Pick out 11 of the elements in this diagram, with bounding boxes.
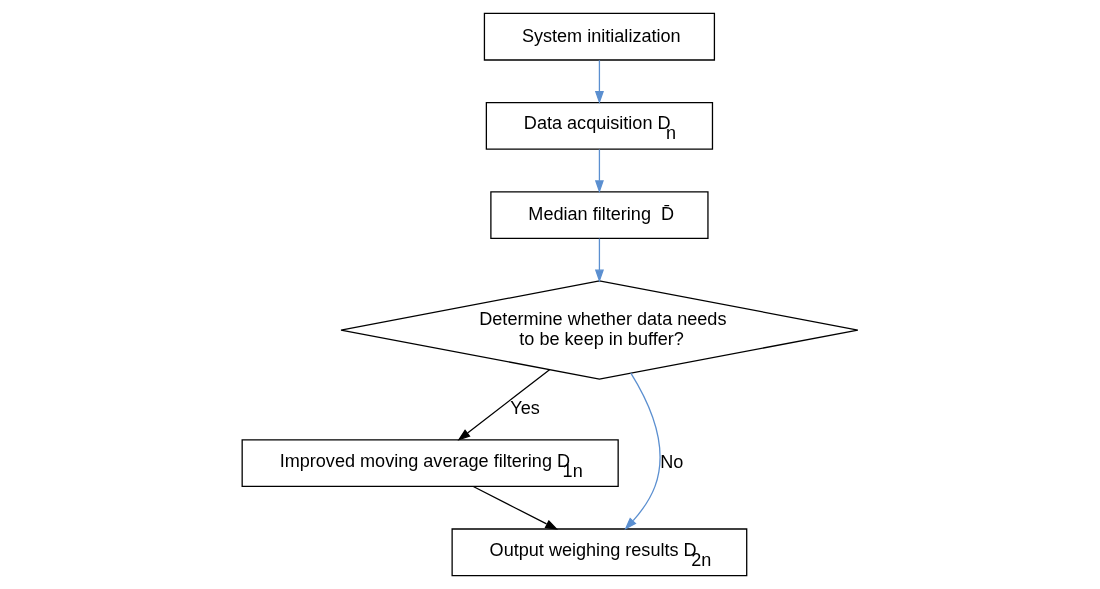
node-box: Median filtering D̄ (490, 191, 709, 239)
arrow (457, 369, 551, 441)
node-box: System initialization (483, 12, 716, 61)
arrow (472, 485, 559, 530)
arrow (594, 237, 604, 283)
node-diamond: Determine whether data needs to be keep in buffer? (340, 280, 859, 380)
arrow (594, 148, 604, 194)
arrow (594, 59, 604, 105)
edge-label: Yes (510, 398, 540, 419)
arrow (624, 372, 661, 530)
edge-label: No (660, 451, 684, 472)
